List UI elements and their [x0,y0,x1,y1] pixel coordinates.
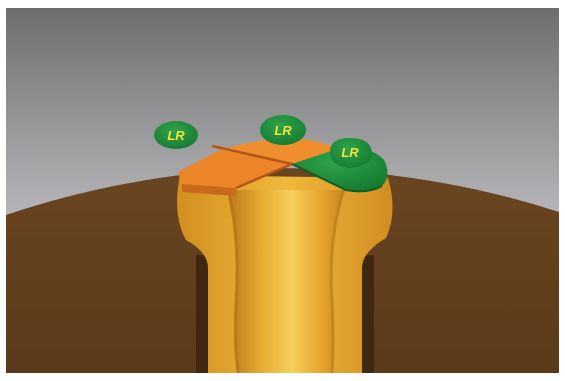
receptor-center: LR [260,115,306,145]
receptor-left: LR [154,121,198,149]
channel-pore [228,190,344,373]
receptor-center-label: LR [274,123,292,138]
receptor-bound: LR [330,138,372,168]
receptor-bound-label: LR [341,145,359,160]
receptor-left-label: LR [167,128,185,143]
